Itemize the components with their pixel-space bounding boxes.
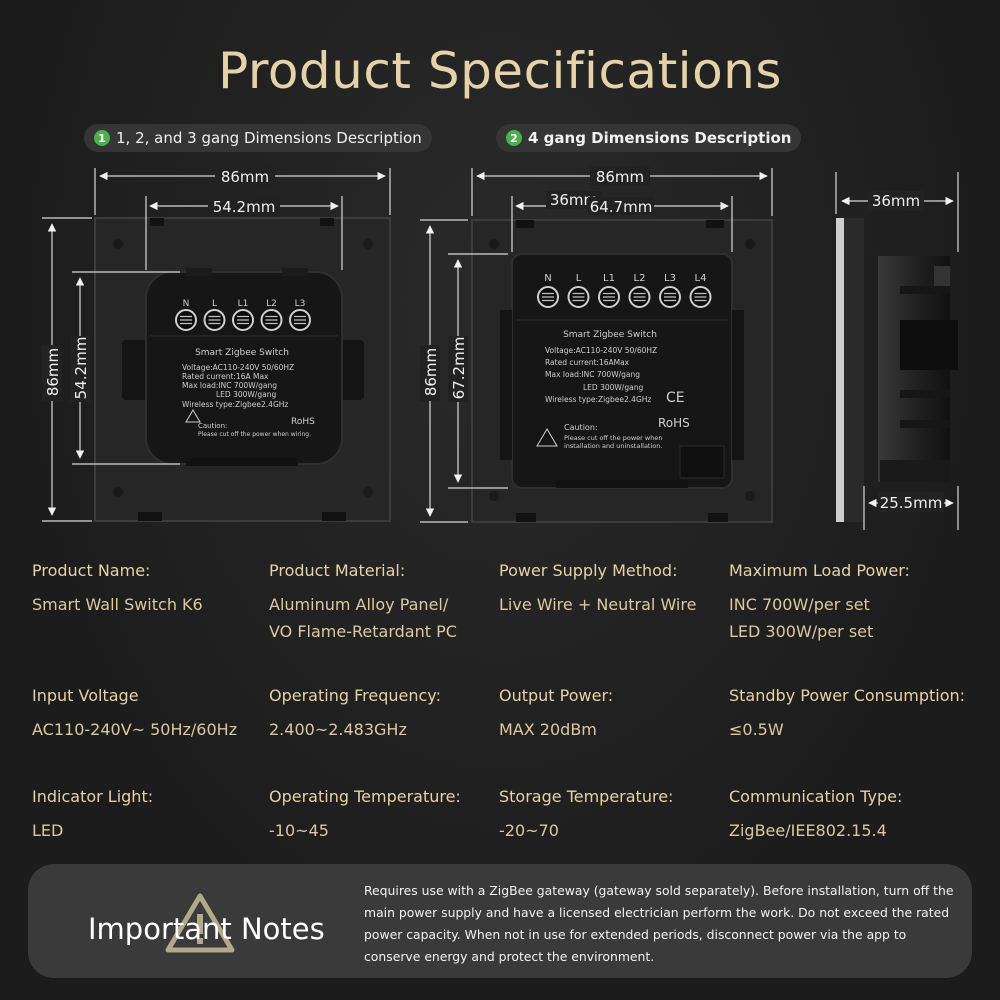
mid-inner-width-label: 64.7mm	[590, 198, 653, 216]
terminal-label: L2	[266, 299, 277, 309]
spec-key: Power Supply Method:	[499, 561, 678, 580]
terminal-label: L3	[664, 273, 676, 284]
left-module-name: Smart Zigbee Switch	[195, 348, 289, 358]
left-spec-line: LED 300W/gang	[216, 390, 276, 399]
mid-caution-text: installation and uninstallation.	[564, 442, 662, 450]
mid-spec-line: Rated current:16AMax	[545, 358, 630, 367]
spec-item: Storage Temperature: -20~70	[499, 783, 673, 844]
left-spec-line: Wireless type:Zigbee2.4GHz	[182, 400, 288, 409]
side-depth-label: 36mm	[872, 192, 920, 210]
terminal-label: L2	[634, 273, 646, 284]
left-height-label: 86mm	[44, 348, 62, 396]
terminal-label: L3	[295, 299, 306, 309]
spec-key: Input Voltage	[32, 686, 139, 705]
terminal-label: L	[212, 299, 217, 309]
left-caution-label: Caution:	[198, 422, 227, 430]
notes-text: Requires use with a ZigBee gateway (gate…	[364, 883, 954, 964]
spec-item: Communication Type: ZigBee/IEE802.15.4	[729, 783, 902, 844]
left-inner-height-label: 54.2mm	[72, 337, 90, 400]
terminal-label: L1	[603, 273, 615, 284]
side-back-label: 25.5mm	[880, 494, 943, 512]
spec-value: Aluminum Alloy Panel/	[269, 595, 449, 614]
page-title: Product Specifications	[218, 42, 782, 100]
device-left-drawing: N L L1 L2 L3 Smart Zigbee Switch Voltage:AC1…	[94, 217, 391, 522]
mid-spec-line: LED 300W/gang	[583, 383, 643, 392]
spec-key: Indicator Light:	[32, 787, 154, 806]
spec-value: LED 300W/per set	[729, 622, 874, 641]
mid-spec-line: Voltage:AC110-240V 50/60HZ	[545, 346, 657, 355]
left-inner-width-label: 54.2mm	[213, 198, 276, 216]
spec-key: Product Material:	[269, 561, 406, 580]
section-number-badge: 1	[94, 130, 110, 146]
mid-caution-label: Caution:	[564, 423, 598, 432]
section-1-label: 1 1, 2, and 3 gang Dimensions Descriptio…	[84, 124, 432, 152]
mid-inner-height-label: 67.2mm	[450, 337, 468, 400]
spec-value: 2.400~2.483GHz	[269, 720, 407, 739]
spec-key: Operating Temperature:	[269, 787, 461, 806]
terminal-label: L4	[695, 273, 707, 284]
spec-item: Power Supply Method: Live Wire + Neutral …	[499, 557, 696, 618]
spec-item: Product Name: Smart Wall Switch K6	[32, 557, 203, 618]
mid-36mm-label: 36mm	[550, 191, 598, 209]
left-spec-line: Voltage:AC110-240V 50/60HZ	[182, 363, 294, 372]
mid-connector-port	[679, 445, 725, 479]
spec-key: Maximum Load Power:	[729, 561, 910, 580]
mid-module-name: Smart Zigbee Switch	[563, 330, 657, 340]
spec-item: Operating Temperature: -10~45	[269, 783, 461, 844]
important-notes-panel: Important Notes Requires use with a ZigB…	[28, 864, 972, 978]
spec-key: Standby Power Consumption:	[729, 686, 966, 705]
spec-value: ZigBee/IEE802.15.4	[729, 821, 887, 840]
notes-heading: Important Notes	[88, 912, 325, 946]
warning-icon	[165, 893, 235, 953]
spec-item: Output Power: MAX 20dBm	[499, 682, 613, 743]
mid-spec-line: Max load:INC 700W/gang	[545, 370, 640, 379]
spec-value: MAX 20dBm	[499, 720, 597, 739]
spec-value: AC110-240V~ 50Hz/60Hz	[32, 720, 238, 739]
device-side-drawing	[836, 218, 958, 522]
spec-key: Operating Frequency:	[269, 686, 441, 705]
section-1-text: 1, 2, and 3 gang Dimensions Description	[116, 129, 422, 147]
terminal-label: L1	[238, 299, 249, 309]
spec-item: Product Material: Aluminum Alloy Panel/VO…	[269, 557, 457, 645]
section-number-badge: 2	[506, 130, 522, 146]
warning-icon	[185, 409, 201, 423]
left-rohs-mark: RoHS	[291, 417, 315, 427]
spec-value: INC 700W/per set	[729, 595, 870, 614]
spec-value: -10~45	[269, 821, 329, 840]
section-2-text: 4 gang Dimensions Description	[528, 129, 792, 147]
left-width-label: 86mm	[221, 168, 269, 186]
mid-rohs-mark: RoHS	[658, 416, 690, 430]
mid-caution-text: Please cut off the power when	[564, 434, 662, 442]
spec-item: Indicator Light: LED	[32, 783, 153, 844]
device-mid-drawing: N L L1 L2 L3 L4 Smart Zigbee Switch Voltage:A…	[471, 219, 773, 523]
spec-key: Output Power:	[499, 686, 614, 705]
terminal-label: N	[183, 299, 190, 309]
mid-spec-line: Wireless type:Zigbee2.4GHz	[545, 395, 651, 404]
spec-value: LED	[32, 821, 64, 840]
spec-item: Standby Power Consumption: ≤0.5W	[729, 682, 965, 743]
spec-value: -20~70	[499, 821, 559, 840]
mid-height-label: 86mm	[422, 348, 440, 396]
section-2-label: 2 4 gang Dimensions Description	[496, 124, 802, 152]
warning-icon	[536, 428, 558, 447]
spec-key: Storage Temperature:	[499, 787, 674, 806]
spec-key: Communication Type:	[729, 787, 903, 806]
mid-ce-mark: CE	[666, 390, 685, 406]
spec-value: Smart Wall Switch K6	[32, 595, 203, 614]
spec-item: Operating Frequency: 2.400~2.483GHz	[269, 682, 441, 743]
spec-key: Product Name:	[32, 561, 151, 580]
left-spec-line: Max load:INC 700W/gang	[182, 381, 277, 390]
left-caution-text: Please cut off the power when wiring.	[198, 431, 311, 438]
terminal-label: L	[576, 273, 582, 284]
spec-value: Live Wire + Neutral Wire	[499, 595, 697, 614]
left-spec-line: Rated current:16A Max	[182, 372, 269, 381]
spec-value: ≤0.5W	[729, 720, 784, 739]
spec-value: VO Flame-Retardant PC	[269, 622, 457, 641]
mid-width-label: 86mm	[596, 168, 644, 186]
terminal-label: N	[544, 273, 551, 284]
